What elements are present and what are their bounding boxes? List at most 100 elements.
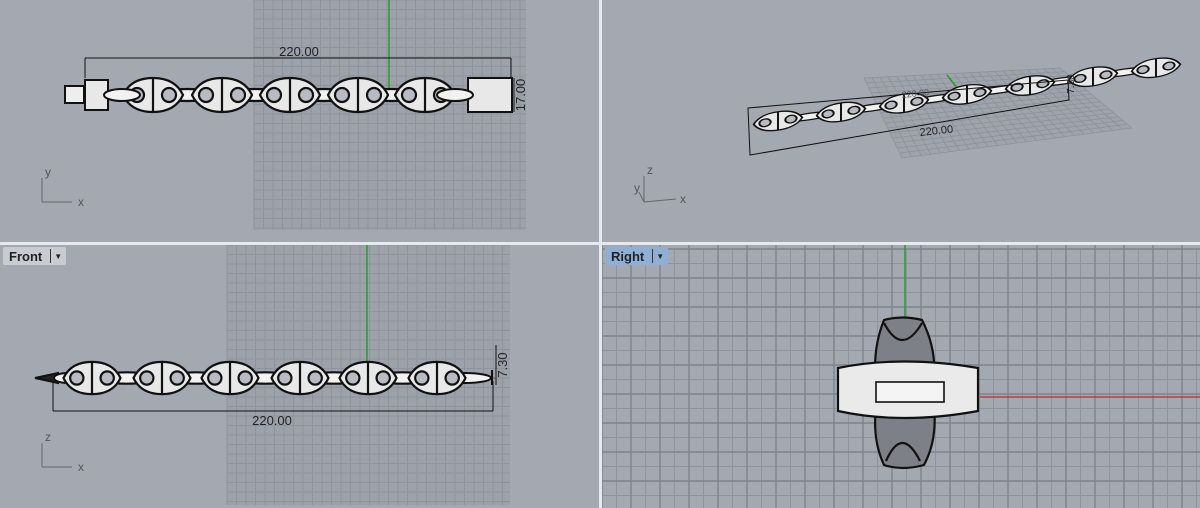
dim-box-line (747, 79, 1070, 156)
viewport-right[interactable]: Right ▼ (602, 245, 1200, 508)
link-hole (365, 86, 383, 104)
axis-triad-icon: zx (41, 430, 84, 474)
link-slot (875, 381, 945, 403)
axis-label: x (78, 195, 84, 209)
grid-line (901, 127, 1133, 159)
small-link (436, 88, 474, 102)
link-edge (883, 322, 923, 462)
link-hole (400, 86, 418, 104)
viewport-right-canvas[interactable] (602, 245, 1200, 508)
dim-text: 220.00 (919, 124, 954, 139)
viewport-label-text: Right (611, 248, 645, 264)
big-link (190, 76, 254, 114)
link-hole (333, 86, 351, 104)
dimension-height: 7.30 (495, 345, 510, 385)
dim-text-hidden: 220.00 (901, 87, 929, 100)
link-hole (1136, 65, 1150, 75)
small-link (103, 88, 141, 102)
viewport-label-text: Front (9, 248, 43, 264)
link-hole (375, 370, 391, 386)
caret-down-icon[interactable]: ▼ (54, 251, 63, 261)
link-hole (237, 370, 253, 386)
axis-label: y (45, 165, 51, 179)
link-hole (414, 370, 430, 386)
clasp-tab (64, 85, 85, 104)
link-hole (1073, 73, 1087, 84)
link-hole (99, 370, 115, 386)
link-hole (973, 88, 987, 98)
axis-triad-icon: zy x (634, 163, 686, 206)
grid-line (894, 116, 1119, 144)
link-hole (160, 86, 178, 104)
dim-text: 7.30 (495, 352, 510, 377)
axis-label: z (45, 430, 51, 444)
viewport-label-front[interactable]: Front ▼ (3, 247, 67, 265)
link-hole (444, 370, 460, 386)
grid-plane (254, 0, 526, 230)
link-hole (1162, 61, 1176, 71)
axis-label: z (647, 163, 653, 177)
big-link (1130, 57, 1182, 79)
chain-section (836, 316, 980, 470)
link-hole (207, 370, 223, 386)
viewport-top[interactable]: 220.00 17.00 y x (0, 0, 599, 242)
axis-line (643, 198, 677, 203)
link-hole (69, 370, 85, 386)
link-hole (758, 118, 772, 128)
chain-model (62, 360, 467, 396)
big-link (338, 360, 398, 396)
grid-line (899, 123, 1128, 154)
grid-line (866, 71, 1065, 84)
grid-line (885, 101, 1101, 124)
dimension-box (747, 79, 1070, 156)
big-link (752, 110, 804, 132)
link-hole (229, 86, 247, 104)
viewport-top-canvas[interactable]: 220.00 17.00 y x (0, 0, 599, 242)
grid (226, 245, 510, 505)
axis-label: x (78, 460, 84, 474)
big-link (62, 360, 122, 396)
big-link (1067, 66, 1119, 88)
big-link (121, 76, 185, 114)
axis-line (638, 191, 645, 203)
link-hole (847, 105, 861, 115)
grid-line (897, 120, 1124, 149)
grid-line (887, 105, 1106, 129)
link-hole (345, 370, 361, 386)
big-link (132, 360, 192, 396)
link-hole (947, 91, 961, 101)
link-hole (265, 86, 283, 104)
dimension-length: 220.00 (84, 44, 512, 78)
big-link (258, 76, 322, 114)
caret-down-icon[interactable]: ▼ (656, 251, 665, 261)
link-hole (1099, 70, 1113, 80)
link-hole (169, 370, 185, 386)
grid-line (890, 108, 1110, 134)
viewport-perspective-canvas[interactable]: 220.00 220.00 7.30 zy x (602, 0, 1200, 242)
end-cap (467, 77, 513, 113)
link-hole (884, 100, 898, 110)
chain-model (121, 76, 457, 114)
dim-text: 7.30 (1066, 74, 1077, 94)
link-hole (784, 114, 798, 124)
chain-model (752, 57, 1182, 132)
big-link (407, 360, 467, 396)
big-link (200, 360, 260, 396)
link-hole (821, 109, 835, 119)
viewport-label-right[interactable]: Right ▼ (605, 247, 669, 265)
link-hole (139, 370, 155, 386)
axis-label: x (680, 192, 686, 206)
dimension-length: 220.00 (52, 381, 494, 428)
dimension-height: 17.00 (513, 78, 528, 112)
big-link (1004, 75, 1056, 96)
big-link (815, 101, 867, 123)
big-link (878, 92, 930, 114)
dim-text: 220.00 (252, 413, 292, 428)
separator (50, 249, 52, 263)
axis-label: y (634, 181, 640, 195)
link-hole (307, 370, 323, 386)
dim-text: 220.00 (279, 44, 319, 59)
